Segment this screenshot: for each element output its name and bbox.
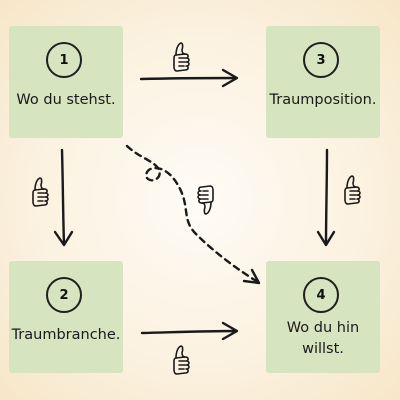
step-box-2: 2 Traumbranche. <box>9 261 123 373</box>
step-label-4: Wo du hin willst. <box>286 320 360 357</box>
step-box-3: 3 Traumposition. <box>266 26 380 138</box>
arrow-1-to-3 <box>139 76 238 81</box>
arrow-3-to-4 <box>324 148 329 246</box>
step-number-1: 1 <box>46 42 82 78</box>
thumbs-up-icon <box>173 42 190 72</box>
step-box-1: 1 Wo du stehst. <box>9 26 123 138</box>
dashed-arrow-1-to-4 <box>125 144 260 284</box>
step-label-1: Wo du stehst. <box>16 92 116 108</box>
step-number-4: 4 <box>303 277 339 313</box>
step-box-4: 4 Wo du hin willst. <box>266 261 380 373</box>
arrowhead-1-to-2 <box>53 230 74 247</box>
arrowhead-1-to-4 <box>242 268 261 285</box>
step-number-2: 2 <box>46 277 82 313</box>
step-number-3: 3 <box>303 42 339 78</box>
arrowhead-1-to-3 <box>221 68 239 88</box>
thumbs-up-icon <box>173 345 190 375</box>
arrow-1-to-2 <box>60 148 66 246</box>
thumbs-up-icon <box>344 175 361 205</box>
arrowhead-2-to-4 <box>221 321 239 341</box>
arrowhead-3-to-4 <box>316 230 336 247</box>
thumbs-up-icon <box>32 177 49 207</box>
arrow-2-to-4 <box>140 329 238 335</box>
step-label-2: Traumbranche. <box>11 327 121 343</box>
step-label-3: Traumposition. <box>269 92 377 108</box>
thumbs-down-icon <box>197 185 214 215</box>
